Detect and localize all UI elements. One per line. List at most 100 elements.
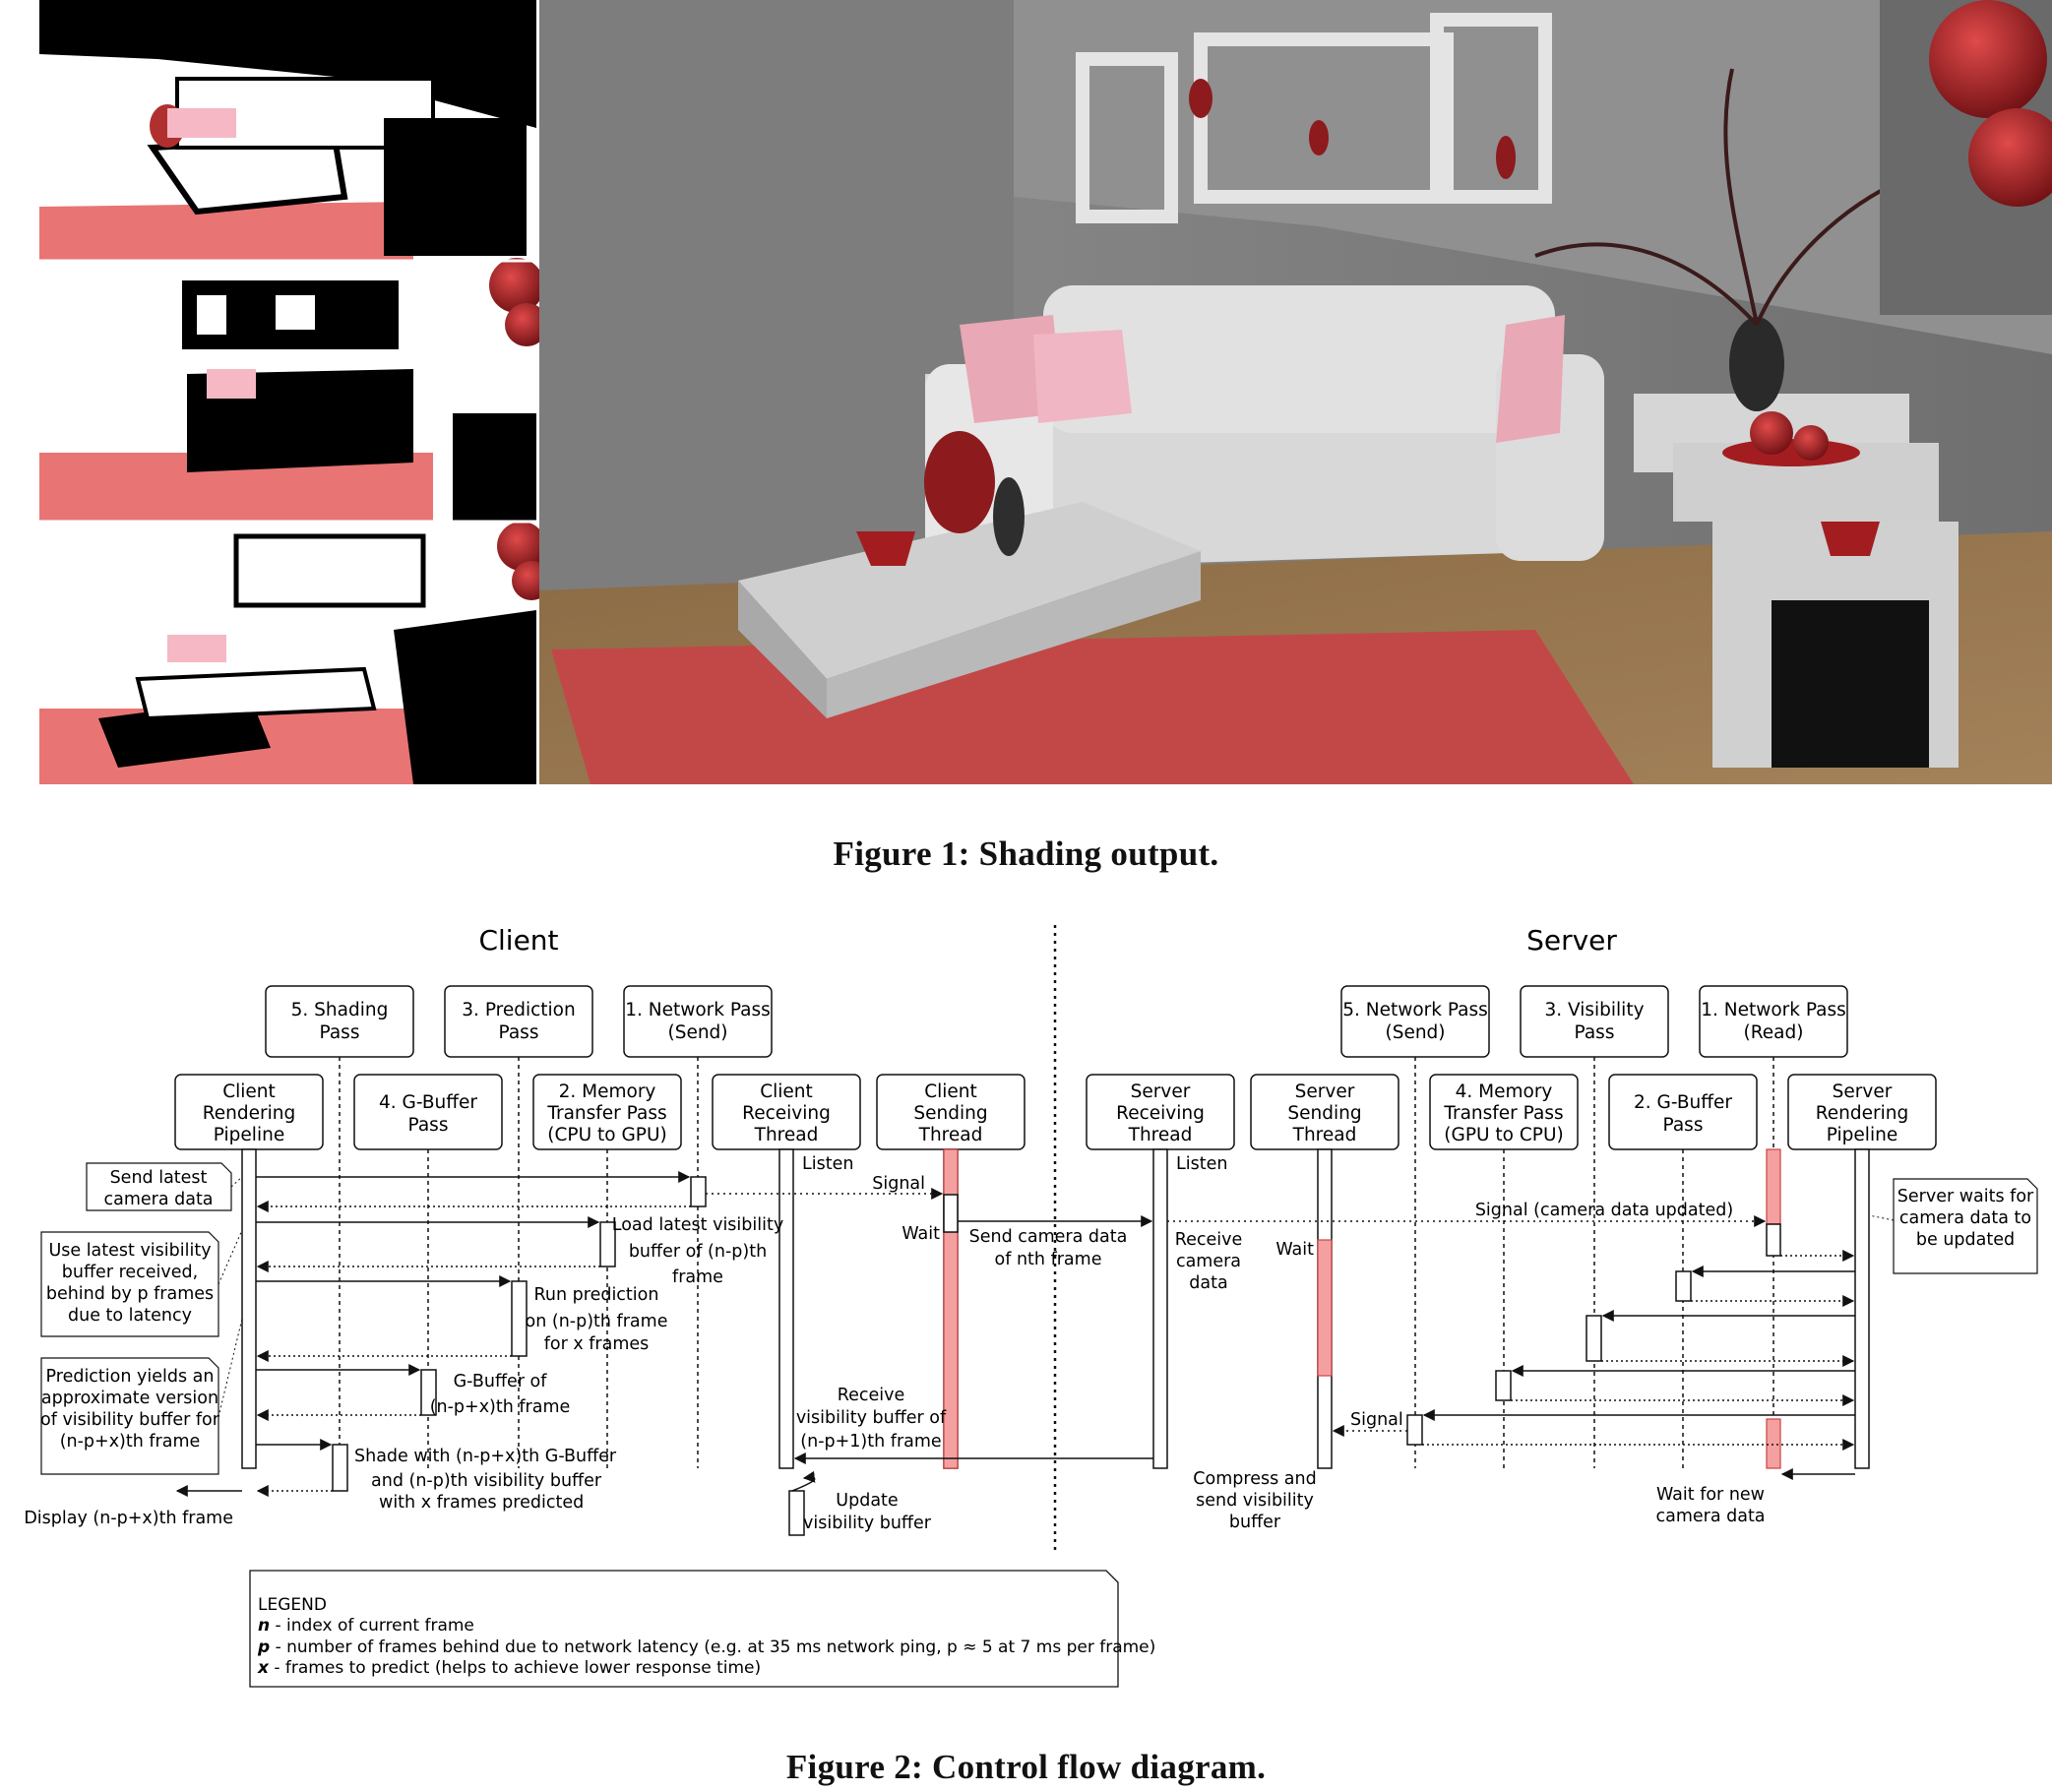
pass-box-server-network-read: 1. Network Pass (Read)	[1699, 985, 1848, 1058]
svg-text:camera data: camera data	[103, 1190, 213, 1209]
label-gbuffer-of: G-Buffer of (n-p+x)th frame	[430, 1372, 571, 1417]
svg-text:Server: Server	[1833, 1081, 1893, 1102]
svg-text:Update: Update	[836, 1491, 898, 1511]
svg-text:Send camera data: Send camera data	[969, 1227, 1128, 1247]
lane-client-receiving-thread: Client Receiving Thread	[712, 1074, 861, 1150]
svg-text:data: data	[1189, 1273, 1227, 1293]
svg-text:Prediction yields an: Prediction yields an	[46, 1367, 215, 1387]
svg-text:Server: Server	[1295, 1081, 1355, 1102]
svg-text:Run prediction: Run prediction	[534, 1285, 659, 1305]
svg-text:buffer: buffer	[1229, 1513, 1281, 1532]
svg-text:Client: Client	[222, 1081, 276, 1102]
svg-text:3. Visibility: 3. Visibility	[1544, 1000, 1644, 1020]
lane-server-gbuffer-pass: 2. G-Buffer Pass	[1608, 1074, 1758, 1150]
svg-text:(n-p+1)th frame: (n-p+1)th frame	[800, 1432, 941, 1452]
svg-text:Pass: Pass	[1663, 1115, 1704, 1136]
label-listen-server: Listen	[1176, 1154, 1227, 1174]
label-signal-camera-updated: Signal (camera data updated)	[1475, 1201, 1733, 1220]
svg-text:p - number of frames behind du: p - number of frames behind due to netwo…	[257, 1638, 1155, 1657]
svg-text:2. G-Buffer: 2. G-Buffer	[1634, 1092, 1732, 1113]
svg-text:G-Buffer of: G-Buffer of	[454, 1372, 548, 1391]
svg-text:buffer of (n-p)th: buffer of (n-p)th	[629, 1242, 767, 1262]
svg-text:buffer received,: buffer received,	[62, 1263, 198, 1282]
svg-text:Thread: Thread	[918, 1125, 983, 1145]
svg-text:of nth frame: of nth frame	[995, 1250, 1102, 1269]
svg-text:with x frames predicted: with x frames predicted	[379, 1493, 584, 1513]
svg-text:Server: Server	[1131, 1081, 1191, 1102]
svg-text:Client: Client	[760, 1081, 813, 1102]
mask-panel-3	[39, 522, 551, 784]
label-wait-server: Wait	[1275, 1240, 1314, 1260]
svg-text:approximate version: approximate version	[41, 1389, 218, 1408]
svg-text:of visibility buffer for: of visibility buffer for	[40, 1410, 220, 1430]
svg-text:Server waits for: Server waits for	[1897, 1187, 2034, 1206]
lane-client-gbuffer-pass: 4. G-Buffer Pass	[353, 1074, 503, 1150]
main-render	[539, 0, 2052, 784]
svg-text:2. Memory: 2. Memory	[559, 1081, 656, 1102]
svg-text:on (n-p)th frame: on (n-p)th frame	[526, 1312, 668, 1331]
server-title: Server	[1526, 924, 1617, 957]
lane-server-sending-thread: Server Sending Thread	[1250, 1074, 1399, 1150]
note-prediction-yields: Prediction yields an approximate version…	[40, 1318, 243, 1475]
label-compress-send: Compress and send visibility buffer	[1193, 1469, 1316, 1532]
svg-text:camera data to: camera data to	[1899, 1208, 2031, 1228]
svg-text:1. Network Pass: 1. Network Pass	[1701, 1000, 1846, 1020]
svg-text:due to latency: due to latency	[68, 1306, 192, 1326]
svg-text:Receiving: Receiving	[742, 1103, 831, 1124]
control-flow-diagram: Client Server 5. Shading Pass 3. Predict…	[24, 924, 2038, 1688]
svg-text:3. Prediction: 3. Prediction	[462, 1000, 575, 1020]
label-signal-server: Signal	[1350, 1410, 1403, 1430]
note-send-camera: Send latest camera data	[86, 1162, 243, 1211]
svg-text:Thread: Thread	[1128, 1125, 1193, 1145]
message-arrows	[175, 1171, 1855, 1497]
lane-client-memory-transfer: 2. Memory Transfer Pass (CPU to GPU)	[532, 1074, 682, 1150]
label-send-camera-nth: Send camera data of nth frame	[969, 1227, 1128, 1269]
label-listen-client: Listen	[802, 1154, 853, 1174]
client-title: Client	[478, 924, 558, 957]
svg-text:and (n-p)th visibility buffer: and (n-p)th visibility buffer	[371, 1471, 602, 1491]
svg-text:behind by p frames: behind by p frames	[46, 1284, 214, 1304]
svg-text:send visibility: send visibility	[1196, 1491, 1314, 1511]
figure-1-caption: Figure 1: Shading output.	[833, 834, 1219, 873]
svg-text:Pass: Pass	[499, 1022, 539, 1043]
lane-server-receiving-thread: Server Receiving Thread	[1086, 1074, 1235, 1150]
label-load-visibility: Load latest visibility buffer of (n-p)th…	[612, 1215, 783, 1287]
svg-text:Transfer Pass: Transfer Pass	[546, 1103, 666, 1124]
svg-text:Receive: Receive	[838, 1386, 905, 1405]
svg-text:Use latest visibility: Use latest visibility	[48, 1241, 211, 1261]
svg-text:Compress and: Compress and	[1193, 1469, 1316, 1489]
svg-text:4. Memory: 4. Memory	[1456, 1081, 1553, 1102]
label-shade-with: Shade with (n-p+x)th G-Buffer and (n-p)t…	[354, 1447, 617, 1513]
svg-text:for x frames: for x frames	[544, 1334, 650, 1354]
svg-text:Rendering: Rendering	[203, 1103, 295, 1124]
svg-text:(CPU to GPU): (CPU to GPU)	[547, 1125, 666, 1145]
svg-text:Sending: Sending	[913, 1103, 987, 1124]
lane-server-memory-transfer: 4. Memory Transfer Pass (GPU to CPU)	[1429, 1074, 1579, 1150]
svg-text:camera data: camera data	[1655, 1507, 1765, 1526]
mask-panel-2	[39, 258, 548, 522]
label-update-visibility: Update visibility buffer	[803, 1491, 932, 1533]
svg-text:Client: Client	[924, 1081, 977, 1102]
svg-text:Pipeline: Pipeline	[1827, 1125, 1897, 1145]
svg-text:Pass: Pass	[320, 1022, 360, 1043]
wait-regions	[943, 1148, 1781, 1469]
svg-text:camera: camera	[1176, 1252, 1241, 1271]
svg-text:Transfer Pass: Transfer Pass	[1443, 1103, 1563, 1124]
svg-text:Shade with (n-p+x)th G-Buffer: Shade with (n-p+x)th G-Buffer	[354, 1447, 617, 1466]
svg-text:n - index of current frame: n - index of current frame	[258, 1616, 474, 1636]
svg-text:5. Network Pass: 5. Network Pass	[1342, 1000, 1488, 1020]
label-display: Display (n-p+x)th frame	[24, 1509, 233, 1528]
svg-text:Pass: Pass	[1575, 1022, 1615, 1043]
svg-text:Thread: Thread	[754, 1125, 819, 1145]
pass-box-client-network-send: 1. Network Pass (Send)	[623, 985, 773, 1058]
pass-box-server-visibility: 3. Visibility Pass	[1520, 985, 1669, 1058]
label-run-prediction: Run prediction on (n-p)th frame for x fr…	[526, 1285, 668, 1354]
pass-box-server-network-send: 5. Network Pass (Send)	[1340, 985, 1490, 1058]
label-wait-client: Wait	[902, 1224, 940, 1244]
label-signal-client: Signal	[872, 1174, 925, 1194]
svg-text:x - frames to predict (helps t: x - frames to predict (helps to achieve …	[257, 1658, 761, 1678]
figure-2-caption: Figure 2: Control flow diagram.	[785, 1748, 1267, 1786]
svg-text:Send latest: Send latest	[110, 1168, 208, 1188]
svg-text:Sending: Sending	[1287, 1103, 1361, 1124]
svg-text:frame: frame	[672, 1267, 723, 1287]
